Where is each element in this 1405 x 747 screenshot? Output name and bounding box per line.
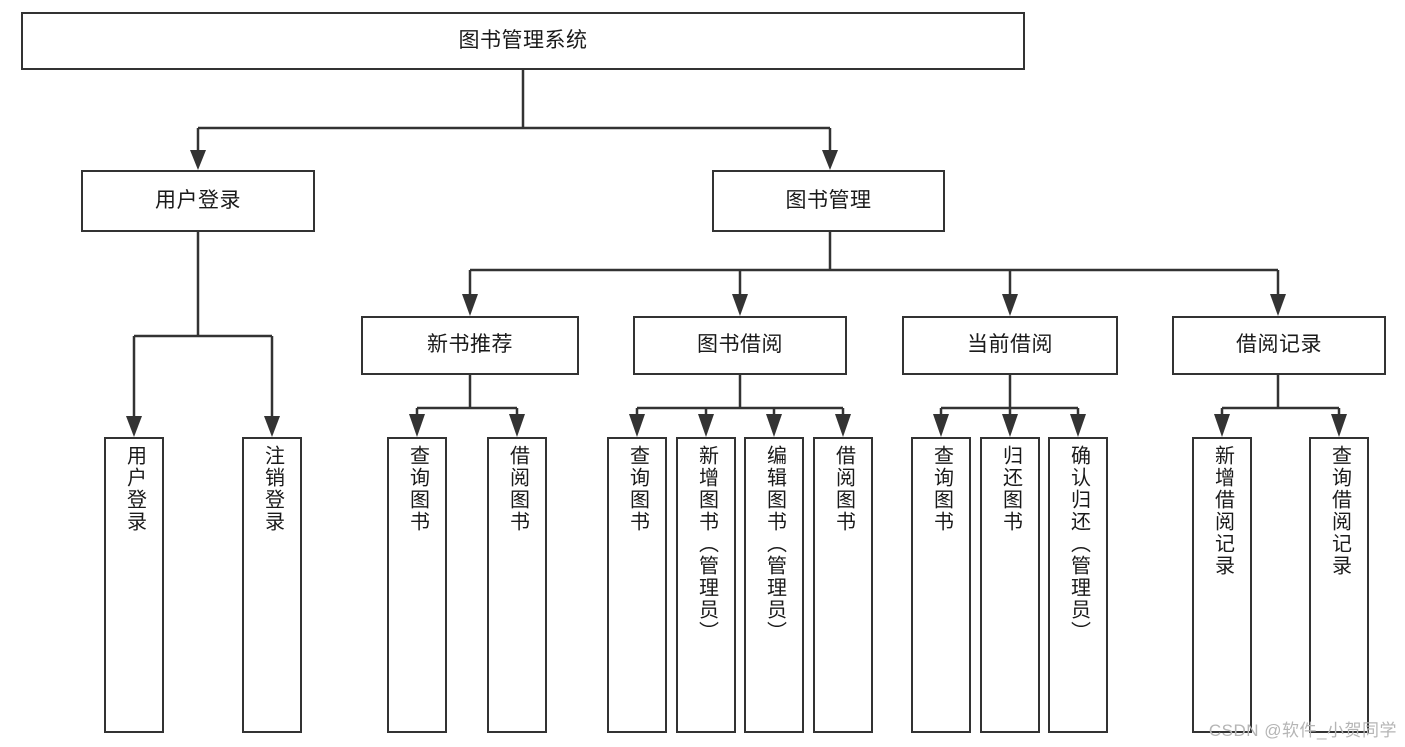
leaf-recommend-borrow-book-label: 借阅图书	[506, 445, 529, 533]
leaf-borrow-add-book-label: 新增图书（管理员）	[695, 445, 718, 643]
leaf-borrow-borrow-book[interactable]: 借阅图书	[813, 437, 873, 733]
node-root[interactable]: 图书管理系统	[21, 12, 1025, 70]
leaf-user-login-signout-label: 注销登录	[261, 445, 284, 533]
node-current-borrow-label: 当前借阅	[967, 333, 1053, 357]
node-book-management-label: 图书管理	[785, 188, 872, 212]
node-book-management[interactable]: 图书管理	[712, 170, 945, 232]
leaf-current-confirm-return-label: 确认归还（管理员）	[1067, 445, 1090, 643]
leaf-borrow-edit-book[interactable]: 编辑图书（管理员）	[744, 437, 804, 733]
leaf-current-return-book-label: 归还图书	[999, 445, 1022, 533]
node-user-login[interactable]: 用户登录	[81, 170, 315, 232]
csdn-watermark: CSDN @软件_小贺同学	[1208, 721, 1397, 740]
leaf-recommend-borrow-book[interactable]: 借阅图书	[487, 437, 547, 733]
leaf-record-add[interactable]: 新增借阅记录	[1192, 437, 1252, 733]
leaf-borrow-borrow-book-label: 借阅图书	[832, 445, 855, 533]
leaf-current-query-book-label: 查询图书	[930, 445, 953, 533]
node-new-book-recommend-label: 新书推荐	[427, 333, 513, 357]
node-root-label: 图书管理系统	[458, 28, 588, 52]
leaf-current-return-book[interactable]: 归还图书	[980, 437, 1040, 733]
node-borrow-record[interactable]: 借阅记录	[1172, 316, 1386, 375]
leaf-record-add-label: 新增借阅记录	[1211, 445, 1234, 577]
leaf-borrow-add-book[interactable]: 新增图书（管理员）	[676, 437, 736, 733]
node-book-borrow[interactable]: 图书借阅	[633, 316, 847, 375]
leaf-current-query-book[interactable]: 查询图书	[911, 437, 971, 733]
leaf-current-confirm-return[interactable]: 确认归还（管理员）	[1048, 437, 1108, 733]
leaf-user-login-signin-label: 用户登录	[123, 445, 146, 533]
node-new-book-recommend[interactable]: 新书推荐	[361, 316, 579, 375]
leaf-borrow-query-book-label: 查询图书	[626, 445, 649, 533]
leaf-user-login-signout[interactable]: 注销登录	[242, 437, 302, 733]
leaf-recommend-query-book-label: 查询图书	[406, 445, 429, 533]
leaf-record-query-label: 查询借阅记录	[1328, 445, 1351, 577]
leaf-borrow-edit-book-label: 编辑图书（管理员）	[763, 445, 786, 643]
leaf-user-login-signin[interactable]: 用户登录	[104, 437, 164, 733]
node-current-borrow[interactable]: 当前借阅	[902, 316, 1118, 375]
leaf-borrow-query-book[interactable]: 查询图书	[607, 437, 667, 733]
node-book-borrow-label: 图书借阅	[697, 333, 783, 357]
node-borrow-record-label: 借阅记录	[1236, 333, 1322, 357]
node-user-login-label: 用户登录	[155, 188, 241, 212]
leaf-record-query[interactable]: 查询借阅记录	[1309, 437, 1369, 733]
leaf-recommend-query-book[interactable]: 查询图书	[387, 437, 447, 733]
